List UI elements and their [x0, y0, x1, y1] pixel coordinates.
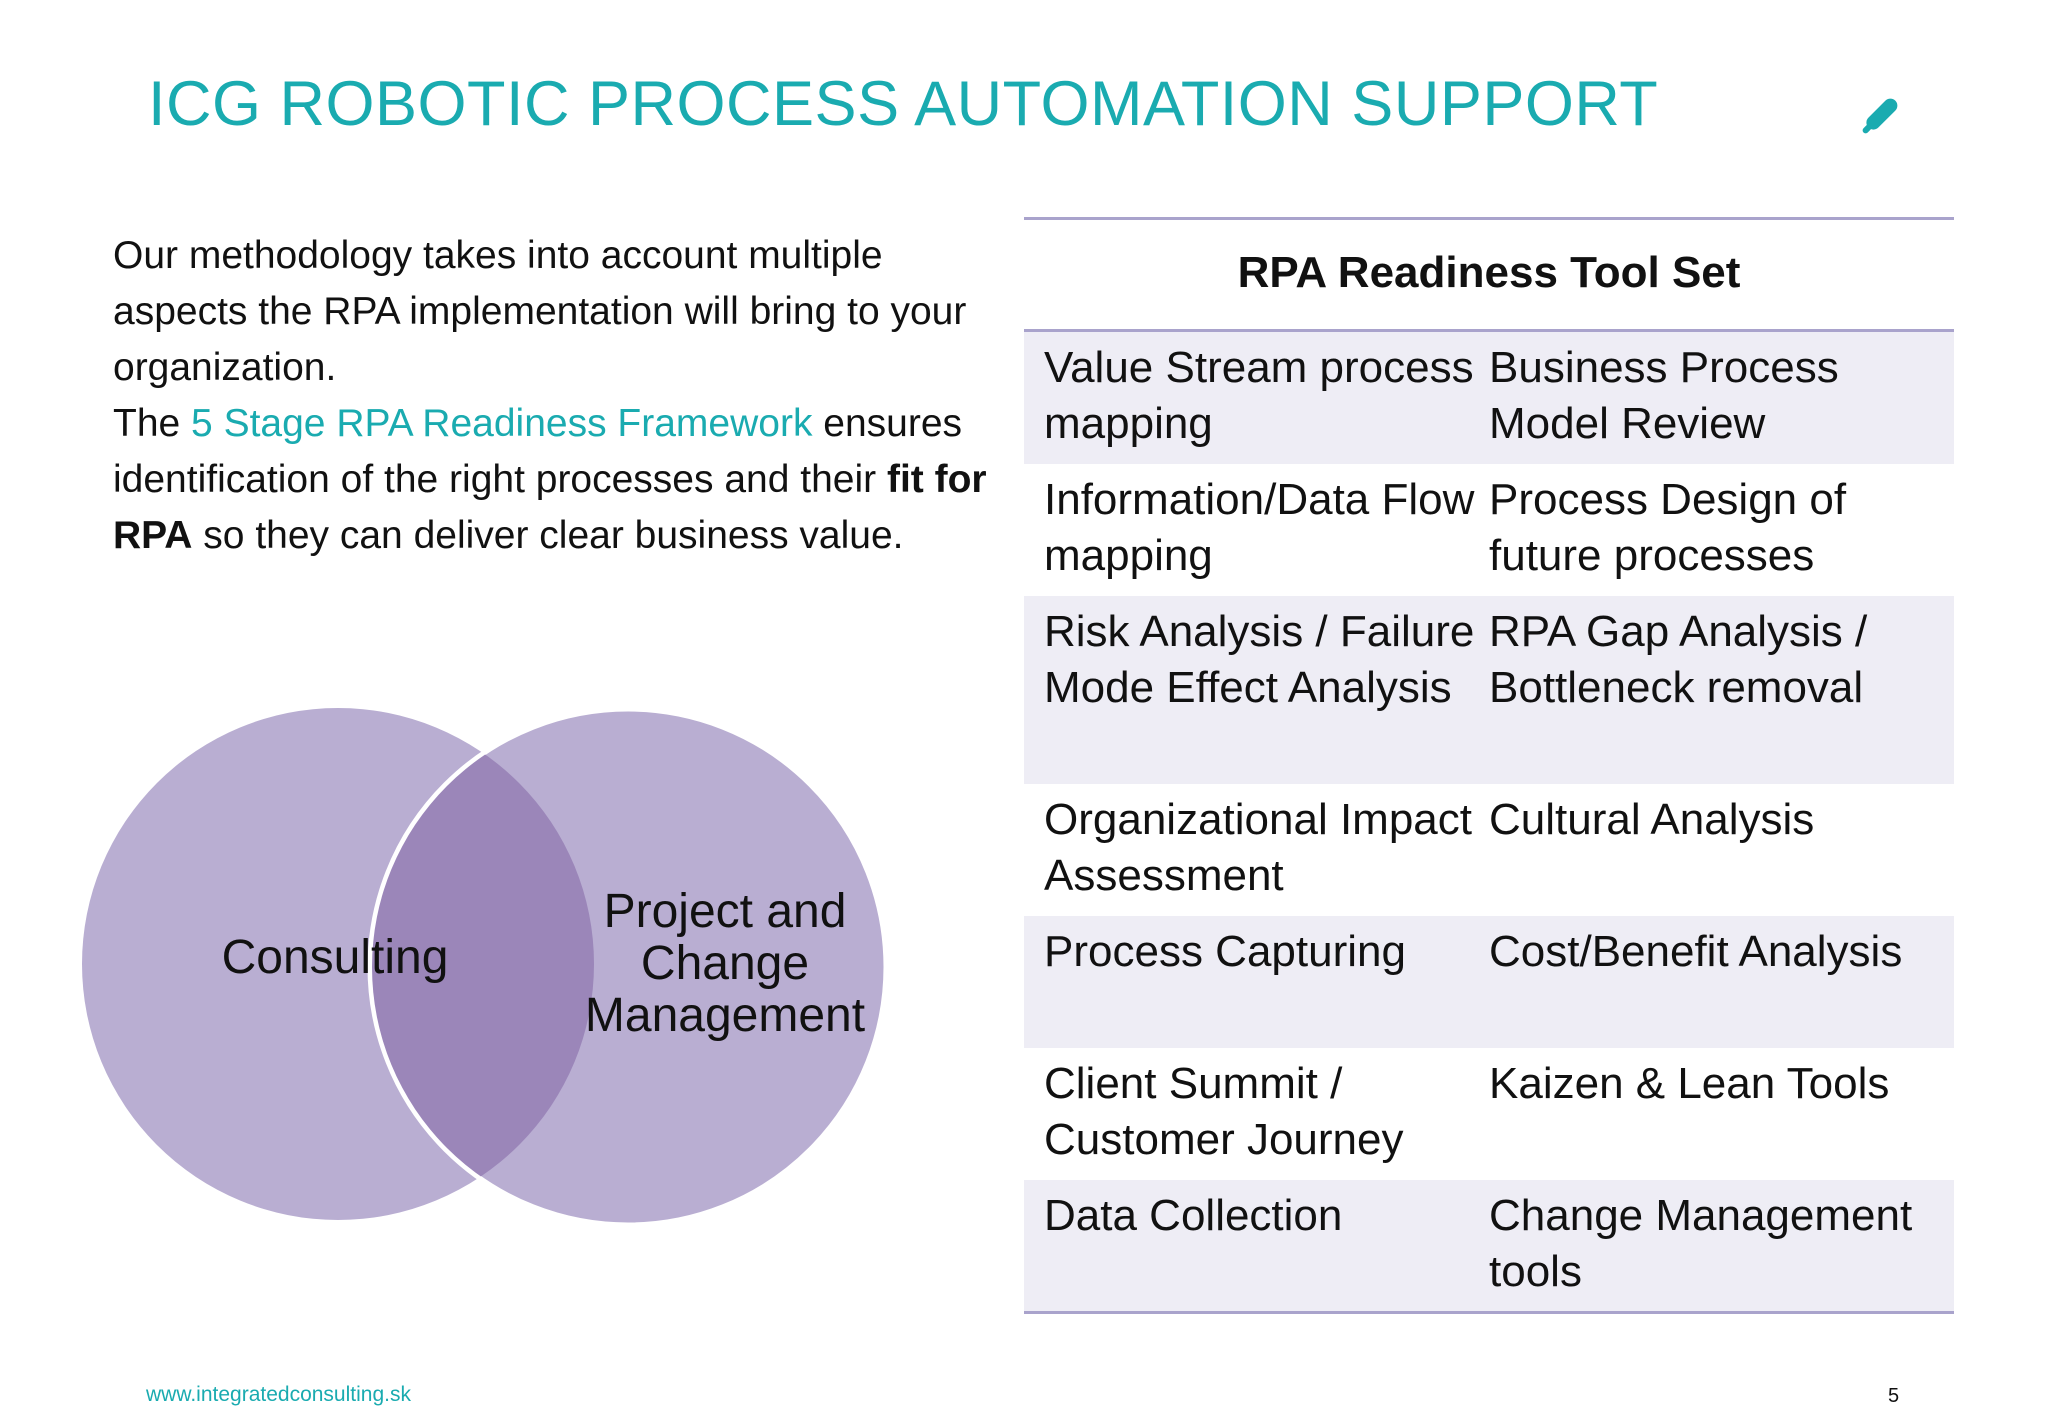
table-row: Information/Data Flow mapping Process De… — [1024, 464, 1954, 596]
pencil-icon[interactable] — [1858, 86, 1910, 138]
table-cell: Information/Data Flow mapping — [1044, 475, 1475, 580]
table-row: Organizational Impact Assessment Cultura… — [1024, 784, 1954, 916]
venn-diagram: Consulting Project and Change Management — [70, 700, 970, 1240]
intro-bold: fit for RPA — [113, 458, 987, 557]
table-cell: Cultural Analysis — [1489, 795, 1815, 844]
table-cell: Business Process Model Review — [1489, 343, 1839, 448]
table-row: Process Capturing Cost/Benefit Analysis — [1024, 916, 1954, 1048]
toolset-table: RPA Readiness Tool Set Value Stream proc… — [1024, 217, 1954, 1314]
venn-graphic — [82, 706, 889, 1228]
table-row: Data Collection Change Management tools — [1024, 1180, 1954, 1311]
toolset-header: RPA Readiness Tool Set — [1024, 220, 1954, 332]
table-cell: Process Design of future processes — [1489, 475, 1847, 580]
table-cell: RPA Gap Analysis / Bottleneck removal — [1489, 607, 1868, 712]
table-cell: Process Capturing — [1044, 927, 1406, 976]
table-cell: Risk Analysis / Failure Mode Effect Anal… — [1044, 607, 1475, 712]
intro-suffix: so they can deliver clear business value… — [192, 514, 904, 557]
table-cell: Client Summit / Customer Journey — [1044, 1059, 1404, 1164]
table-cell: Change Management tools — [1489, 1191, 1913, 1296]
slide-title: ICG ROBOTIC PROCESS AUTOMATION SUPPORT — [148, 69, 1659, 139]
table-cell: Value Stream process mapping — [1044, 343, 1474, 448]
venn-overlap — [372, 711, 594, 1220]
page-number: 5 — [1888, 1385, 1900, 1407]
venn-left-label: Consulting — [221, 931, 449, 984]
table-cell: Data Collection — [1044, 1191, 1343, 1240]
table-cell: Organizational Impact Assessment — [1044, 795, 1472, 900]
intro-middle: ensures identification of the right proc… — [113, 402, 963, 501]
intro-paragraph: Our methodology takes into account multi… — [113, 228, 993, 564]
table-cell: Kaizen & Lean Tools — [1489, 1059, 1890, 1108]
table-row: Value Stream process mapping Business Pr… — [1024, 332, 1954, 464]
table-row: Risk Analysis / Failure Mode Effect Anal… — [1024, 596, 1954, 784]
table-cell: Cost/Benefit Analysis — [1489, 927, 1903, 976]
intro-prefix: The — [113, 402, 192, 445]
venn-right-line2: Change — [640, 937, 810, 990]
footer-url-link[interactable]: www.integratedconsulting.sk — [146, 1383, 411, 1406]
venn-right-line1: Project and — [603, 885, 847, 938]
venn-right-label: Project and Change Management — [525, 886, 925, 1042]
intro-line1: Our methodology takes into account multi… — [113, 234, 967, 389]
table-row: Client Summit / Customer Journey Kaizen … — [1024, 1048, 1954, 1180]
venn-right-line3: Management — [584, 989, 866, 1042]
framework-link[interactable]: 5 Stage RPA Readiness Framework — [191, 402, 813, 445]
